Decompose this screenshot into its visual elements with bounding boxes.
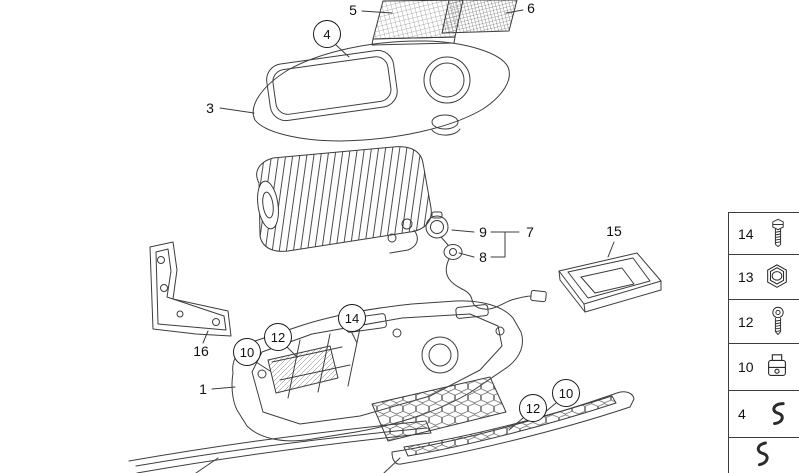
legend-item-4[interactable]: 4 [729,390,799,437]
callout-5[interactable]: 5 [349,2,357,18]
callout-4[interactable]: 4 [313,20,341,48]
part-console-carrier [231,300,523,442]
cage-clip-icon [763,350,791,384]
callout-1[interactable]: 1 [199,381,207,397]
hex-bolt-icon [765,217,791,251]
part-mounting-bracket [149,241,232,337]
hex-nut-icon [763,260,791,294]
callout-12-right[interactable]: 12 [519,394,547,422]
part-top-cover-panel [252,40,510,142]
legend-item-partial[interactable] [729,437,799,473]
part-mesh-insert [441,0,518,34]
part-roller-blind [256,146,432,254]
spring-clip-icon [765,397,791,431]
callout-16[interactable]: 16 [193,343,209,359]
part-wiring-harness [425,211,547,310]
legend-item-14[interactable]: 14 [729,212,799,254]
spring-clip-icon [749,439,775,473]
legend-item-12[interactable]: 12 [729,299,799,343]
callout-15[interactable]: 15 [606,223,622,239]
part-trim-strip-right [391,391,635,465]
callout-9[interactable]: 9 [479,224,487,240]
callout-10-right[interactable]: 10 [552,379,580,407]
part-trim-strip-left [128,420,432,473]
callout-12-left[interactable]: 12 [264,323,292,351]
callout-10-left[interactable]: 10 [233,338,261,366]
legend-item-label: 12 [738,313,754,330]
callout-14[interactable]: 14 [338,304,366,332]
callout-7[interactable]: 7 [526,224,534,240]
legend-item-label: 14 [738,225,754,242]
legend-item-13[interactable]: 13 [729,254,799,299]
callout-3[interactable]: 3 [206,100,214,116]
fastener-legend: 14 13 12 [728,212,799,473]
part-storage-tray [558,252,662,313]
legend-item-10[interactable]: 10 [729,343,799,390]
screw-icon [765,304,791,340]
callout-6[interactable]: 6 [527,0,535,16]
legend-item-label: 4 [738,406,746,422]
legend-item-label: 13 [738,269,754,285]
leader-lines [195,9,615,473]
legend-item-label: 10 [738,359,754,375]
callout-8[interactable]: 8 [479,249,487,265]
